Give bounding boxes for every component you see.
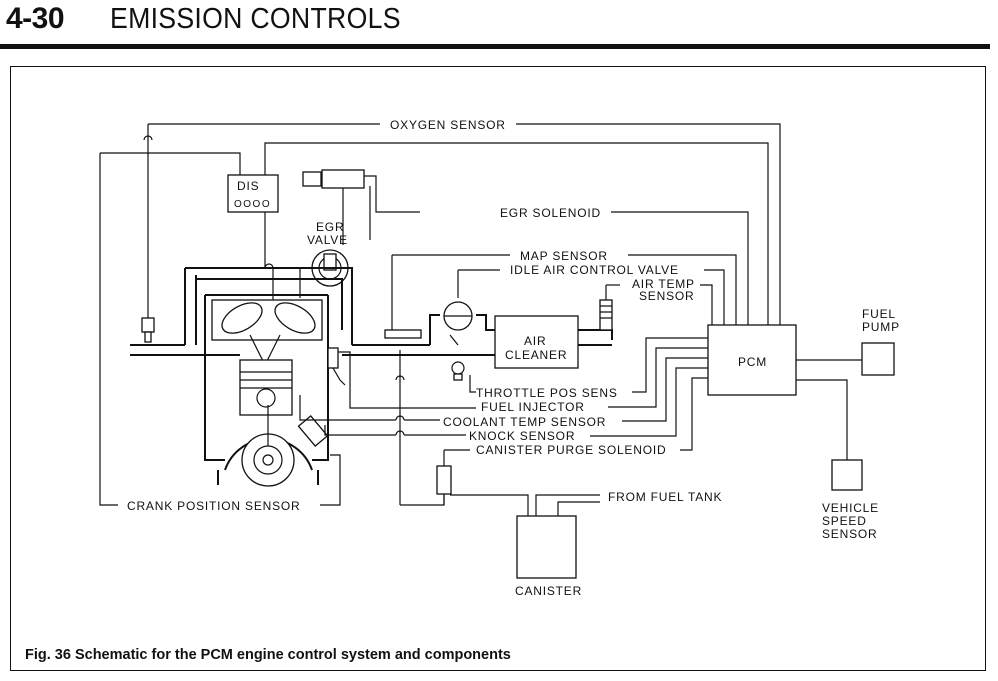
label-dis-pins: OOOO: [234, 199, 271, 210]
label-egr-valve-2: VALVE: [307, 233, 348, 247]
egr-solenoid-part: [302, 169, 749, 325]
section-title: EMISSION CONTROLS: [110, 3, 401, 35]
label-air-temp-sensor-2: SENSOR: [639, 289, 694, 303]
label-pcm: PCM: [738, 355, 767, 369]
label-egr-valve-1: EGR: [316, 220, 344, 234]
crank-sensor-part: [297, 414, 329, 448]
dis-module: DIS OOOO: [227, 174, 279, 213]
air-cleaner-part: AIR CLEANER: [494, 315, 579, 369]
map-sensor-part: [384, 254, 737, 339]
page-header: 4-30 EMISSION CONTROLS: [0, 0, 998, 50]
label-knock-sensor: KNOCK SENSOR: [469, 429, 575, 443]
section-number: 4-30: [6, 2, 65, 35]
figure-caption: Fig. 36 Schematic for the PCM engine con…: [25, 647, 511, 663]
header-rule: [0, 44, 990, 49]
label-vehicle-speed-sensor-1: VEHICLE: [822, 501, 879, 515]
dis-wire: [99, 142, 769, 506]
intake-manifold: [130, 267, 430, 356]
figure-frame: [10, 66, 986, 671]
canister-purge-solenoid-part: [395, 350, 470, 506]
oxygen-sensor-part: [141, 317, 155, 343]
label-air-cleaner-1: AIR: [524, 334, 546, 348]
pcm-module[interactable]: PCM: [707, 324, 797, 396]
fuel-injector-part: [327, 347, 476, 409]
label-map-sensor: MAP SENSOR: [520, 249, 608, 263]
throttle-pos-sens-part: [451, 361, 476, 393]
fuel-pump-part: [796, 342, 895, 376]
canister-part: [443, 494, 600, 579]
label-vehicle-speed-sensor-3: SENSOR: [822, 527, 877, 541]
label-fuel-pump-2: PUMP: [862, 320, 900, 334]
label-vehicle-speed-sensor-2: SPEED: [822, 514, 867, 528]
pcm-left-wires: [590, 337, 708, 451]
label-idle-air-control-valve: IDLE AIR CONTROL VALVE: [510, 263, 679, 277]
oxygen-sensor-wire: [143, 123, 781, 325]
label-canister-purge-solenoid: CANISTER PURGE SOLENOID: [476, 443, 666, 457]
label-canister: CANISTER: [515, 584, 582, 598]
crank-position-sensor-wire: [320, 454, 341, 506]
label-dis: DIS: [237, 179, 259, 193]
label-crank-position-sensor: CRANK POSITION SENSOR: [127, 499, 301, 513]
label-fuel-pump-1: FUEL: [862, 307, 896, 321]
label-oxygen-sensor: OXYGEN SENSOR: [390, 118, 506, 132]
label-fuel-injector: FUEL INJECTOR: [481, 400, 585, 414]
label-throttle-pos-sens: THROTTLE POS SENS: [476, 386, 618, 400]
engine-block: [204, 294, 329, 487]
label-air-cleaner-2: CLEANER: [505, 348, 567, 362]
egr-valve-part: [299, 249, 349, 298]
throttle-body: [429, 314, 613, 356]
idle-air-control-valve-part: [443, 269, 725, 331]
vehicle-speed-sensor-part: [796, 379, 863, 491]
label-coolant-temp-sensor: COOLANT TEMP SENSOR: [443, 415, 606, 429]
label-from-fuel-tank: FROM FUEL TANK: [608, 490, 722, 504]
label-egr-solenoid: EGR SOLENOID: [500, 206, 601, 220]
label-air-temp-sensor-1: AIR TEMP: [632, 277, 695, 291]
air-temp-sensor-part: [599, 284, 713, 331]
